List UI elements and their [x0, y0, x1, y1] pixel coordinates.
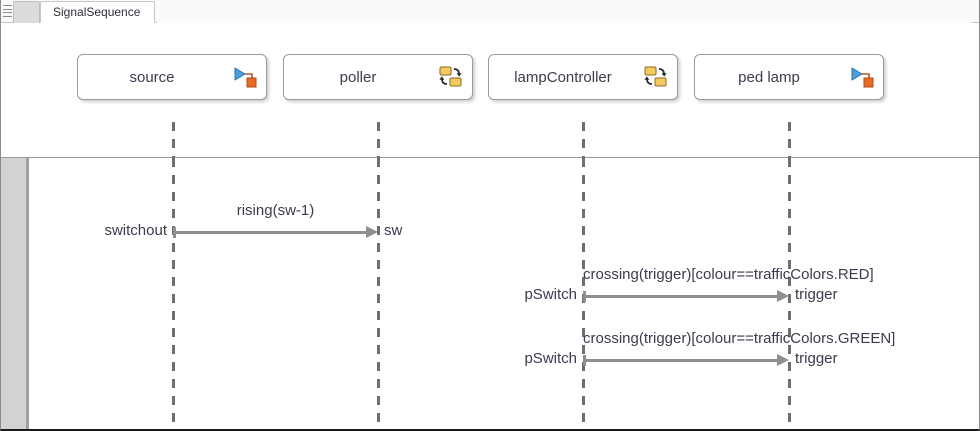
message-target-port: trigger — [795, 350, 838, 367]
tab-bar-filler — [157, 1, 972, 23]
message-source-port: switchout — [104, 222, 167, 239]
message-label: crossing(trigger)[colour==trafficColors.… — [583, 330, 896, 347]
grip-handle-icon[interactable] — [3, 4, 12, 18]
message-target-port: trigger — [795, 286, 838, 303]
lifeline-source — [172, 158, 175, 429]
diagram-canvas[interactable]: switchout sw rising(sw-1) pSwitch trigge… — [1, 158, 979, 429]
lifeline-box-poller[interactable]: poller — [283, 54, 473, 100]
simulink-signal-block-icon — [849, 65, 875, 89]
message-source-port: pSwitch — [524, 350, 577, 367]
message-line — [583, 295, 777, 298]
lifeline-box-ped-lamp[interactable]: ped lamp — [694, 54, 884, 100]
tab-stub[interactable] — [13, 1, 40, 23]
lifeline-stub-poller — [377, 122, 380, 158]
lifeline-box-lampcontroller[interactable]: lampController — [488, 54, 678, 100]
lifeline-ped-lamp — [788, 158, 791, 429]
message-arrowhead-icon — [366, 226, 378, 238]
message-target-port: sw — [384, 222, 403, 239]
lifeline-header-strip: source poller — [1, 23, 979, 158]
tab-signalsequence[interactable]: SignalSequence — [40, 1, 156, 23]
lifeline-label-poller: poller — [339, 68, 377, 86]
message-arrowhead-icon — [777, 290, 789, 302]
message-arrowhead-icon — [777, 354, 789, 366]
state-machine-icon — [643, 65, 669, 89]
lifeline-poller — [377, 158, 380, 429]
lifeline-label-lampcontroller: lampController — [514, 68, 612, 86]
lifeline-stub-ped-lamp — [788, 122, 791, 158]
message-line — [583, 359, 777, 362]
lifeline-label-ped-lamp: ped lamp — [738, 68, 800, 86]
lifeline-box-source[interactable]: source — [77, 54, 267, 100]
lifeline-label-source: source — [129, 68, 175, 86]
simulink-signal-block-icon — [232, 65, 258, 89]
lifeline-stub-lampcontroller — [582, 122, 585, 158]
message-line — [173, 231, 366, 234]
message-label: crossing(trigger)[colour==trafficColors.… — [583, 266, 874, 283]
lifeline-stub-source — [172, 122, 175, 158]
left-gutter[interactable] — [1, 158, 29, 429]
state-machine-icon — [438, 65, 464, 89]
message-source-port: pSwitch — [524, 286, 577, 303]
tab-bar: SignalSequence — [1, 0, 979, 23]
message-label: rising(sw-1) — [236, 202, 315, 219]
